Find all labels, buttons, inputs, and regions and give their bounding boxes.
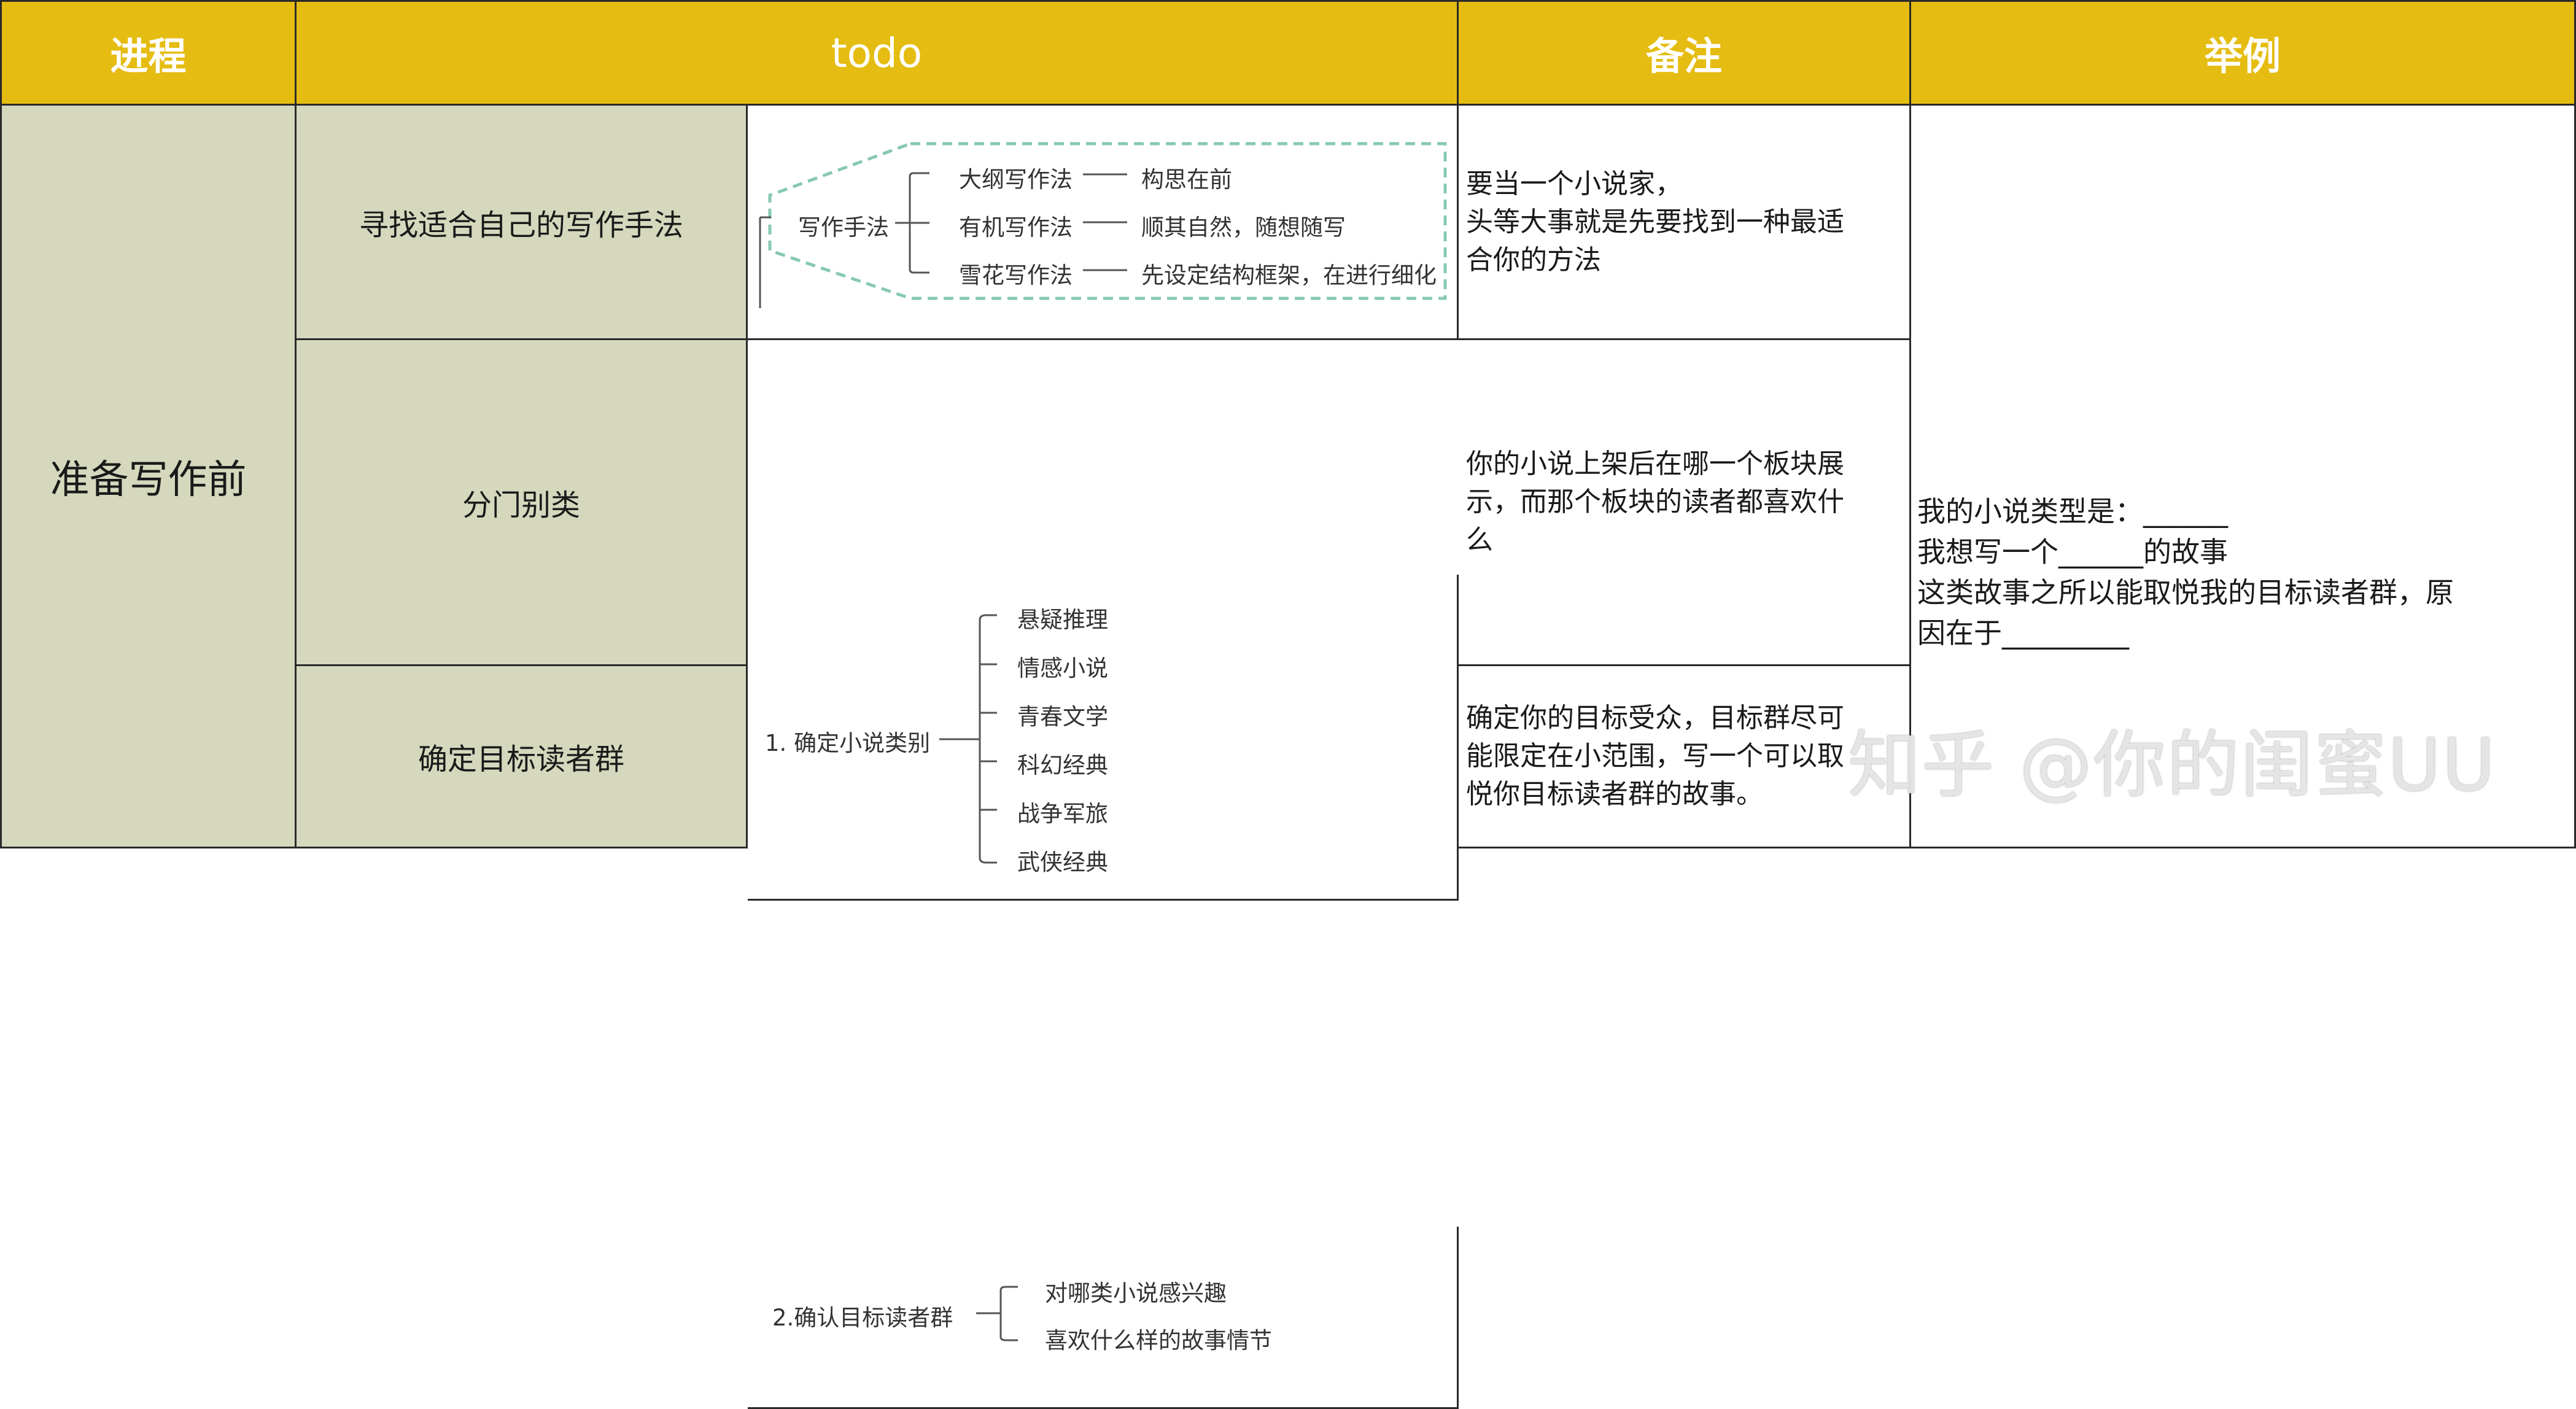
note-line: 确定你的目标受众，目标群尽可 bbox=[1466, 702, 1844, 734]
example-line: 我的小说类型是：______ bbox=[1917, 495, 2228, 528]
example-line: 因在于_________ bbox=[1917, 616, 2129, 650]
note-line: 你的小说上架后在哪一个板块展 bbox=[1466, 448, 1844, 479]
mindmap-item-desc: 构思在前 bbox=[1141, 166, 1232, 193]
mindmap-root: 写作手法 bbox=[798, 214, 889, 241]
mindmap-item: 对哪类小说感兴趣 bbox=[1045, 1280, 1227, 1306]
mindmap-item: 青春文学 bbox=[1017, 704, 1108, 730]
note-line: 能限定在小范围，写一个可以取 bbox=[1466, 740, 1844, 772]
note-line: 合你的方法 bbox=[1466, 244, 1601, 276]
mindmap-lines bbox=[759, 142, 1447, 308]
note-writing-method: 要当一个小说家， 头等大事就是先要找到一种最适 合你的方法 bbox=[1459, 106, 1911, 340]
header-note: 备注 bbox=[1459, 0, 1911, 106]
note-line: 示，而那个板块的读者都喜欢什 bbox=[1466, 486, 1844, 518]
example-line: 我想写一个______的故事 bbox=[1917, 535, 2228, 569]
note-categorize: 你的小说上架后在哪一个板块展 示，而那个板块的读者都喜欢什 么 bbox=[1459, 340, 1911, 666]
mindmap-item: 有机写作法 bbox=[959, 214, 1073, 241]
watermark: 知乎 @你的闺蜜UU bbox=[1848, 723, 2497, 807]
mindmap-root: 2.确认目标读者群 bbox=[772, 1305, 953, 1331]
mindmap-item-desc: 顺其自然，随想随写 bbox=[1141, 214, 1346, 241]
mindmap-writing-method: 写作手法 大纲写作法 构思在前 有机写作法 顺其自然，随想随写 雪花写作法 先设… bbox=[748, 106, 1459, 340]
mindmap-item: 情感小说 bbox=[1017, 655, 1108, 681]
header-process: 进程 bbox=[0, 0, 297, 106]
note-line: 要当一个小说家， bbox=[1466, 168, 1682, 200]
mindmap-item: 雪花写作法 bbox=[959, 262, 1073, 289]
mindmap-item: 科幻经典 bbox=[1017, 752, 1108, 778]
mindmap-item: 大纲写作法 bbox=[959, 166, 1073, 193]
note-line: 悦你目标读者群的故事。 bbox=[1466, 778, 1763, 810]
mindmap-root: 1. 确定小说类别 bbox=[765, 730, 931, 756]
step-cell-categorize: 分门别类 bbox=[297, 340, 748, 666]
mindmap-target-readers: 2.确认目标读者群 对哪类小说感兴趣 喜欢什么样的故事情节 bbox=[748, 1227, 1459, 1409]
example-line: 这类故事之所以能取悦我的目标读者群，原 bbox=[1917, 576, 2454, 609]
note-line: 么 bbox=[1466, 524, 1493, 556]
mindmap-categorize: 1. 确定小说类别 悬疑推理 情感小说 青春文学 科幻经典 战争军旅 武侠经典 bbox=[748, 575, 1459, 901]
example-cell: 我的小说类型是：______ 我想写一个______的故事 这类故事之所以能取悦… bbox=[1911, 106, 2576, 848]
header-todo: todo bbox=[297, 0, 1459, 106]
mindmap-item: 战争军旅 bbox=[1017, 801, 1108, 827]
mindmap-item: 武侠经典 bbox=[1017, 849, 1108, 875]
step-cell-target-readers: 确定目标读者群 bbox=[297, 666, 748, 848]
step-cell-writing-method: 寻找适合自己的写作手法 bbox=[297, 106, 748, 340]
header-example: 举例 bbox=[1911, 0, 2576, 106]
mindmap-item-desc: 先设定结构框架，在进行细化 bbox=[1141, 262, 1437, 289]
stage-cell: 准备写作前 bbox=[0, 106, 297, 848]
mindmap-item: 喜欢什么样的故事情节 bbox=[1045, 1327, 1272, 1354]
note-target-readers: 确定你的目标受众，目标群尽可 能限定在小范围，写一个可以取 悦你目标读者群的故事… bbox=[1459, 666, 1911, 848]
note-line: 头等大事就是先要找到一种最适 bbox=[1466, 206, 1844, 238]
mindmap-item: 悬疑推理 bbox=[1017, 607, 1108, 633]
